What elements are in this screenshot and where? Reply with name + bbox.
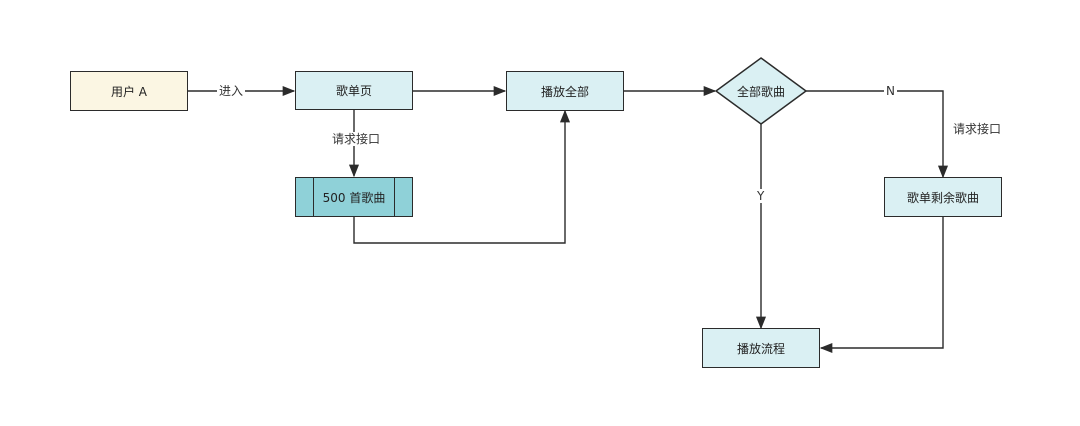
node-play-all[interactable]: 播放全部	[506, 71, 624, 111]
node-play-all-label: 播放全部	[540, 84, 589, 99]
node-playlist-page-label: 歌单页	[335, 84, 372, 98]
node-500-songs[interactable]: 500 首歌曲	[295, 177, 413, 217]
edge-label-yes: Y	[755, 189, 767, 203]
node-playlist-page[interactable]: 歌单页	[295, 71, 413, 110]
decision-diamond	[714, 57, 808, 125]
node-play-flow[interactable]: 播放流程	[702, 328, 820, 368]
edge-label-request-api-2: 请求接口	[951, 122, 1004, 136]
edge-songs-to-playall	[353, 109, 571, 244]
decision-all-songs[interactable]: 全部歌曲	[716, 80, 806, 102]
node-user-a[interactable]: 用户 A	[70, 71, 188, 111]
node-remaining-songs-label: 歌单剩余歌曲	[906, 190, 979, 205]
node-remaining-songs[interactable]: 歌单剩余歌曲	[884, 177, 1002, 217]
node-500-songs-label: 500 首歌曲	[322, 190, 386, 205]
node-play-flow-label: 播放流程	[736, 341, 785, 356]
node-user-a-label: 用户 A	[110, 84, 148, 99]
edge-decision-no	[806, 90, 949, 179]
edge-label-enter: 进入	[217, 84, 246, 98]
edge-label-request-api-1: 请求接口	[330, 132, 383, 146]
edge-remaining-to-playflow	[819, 216, 944, 354]
edge-label-no: N	[884, 84, 897, 98]
decision-all-songs-label: 全部歌曲	[736, 84, 785, 99]
